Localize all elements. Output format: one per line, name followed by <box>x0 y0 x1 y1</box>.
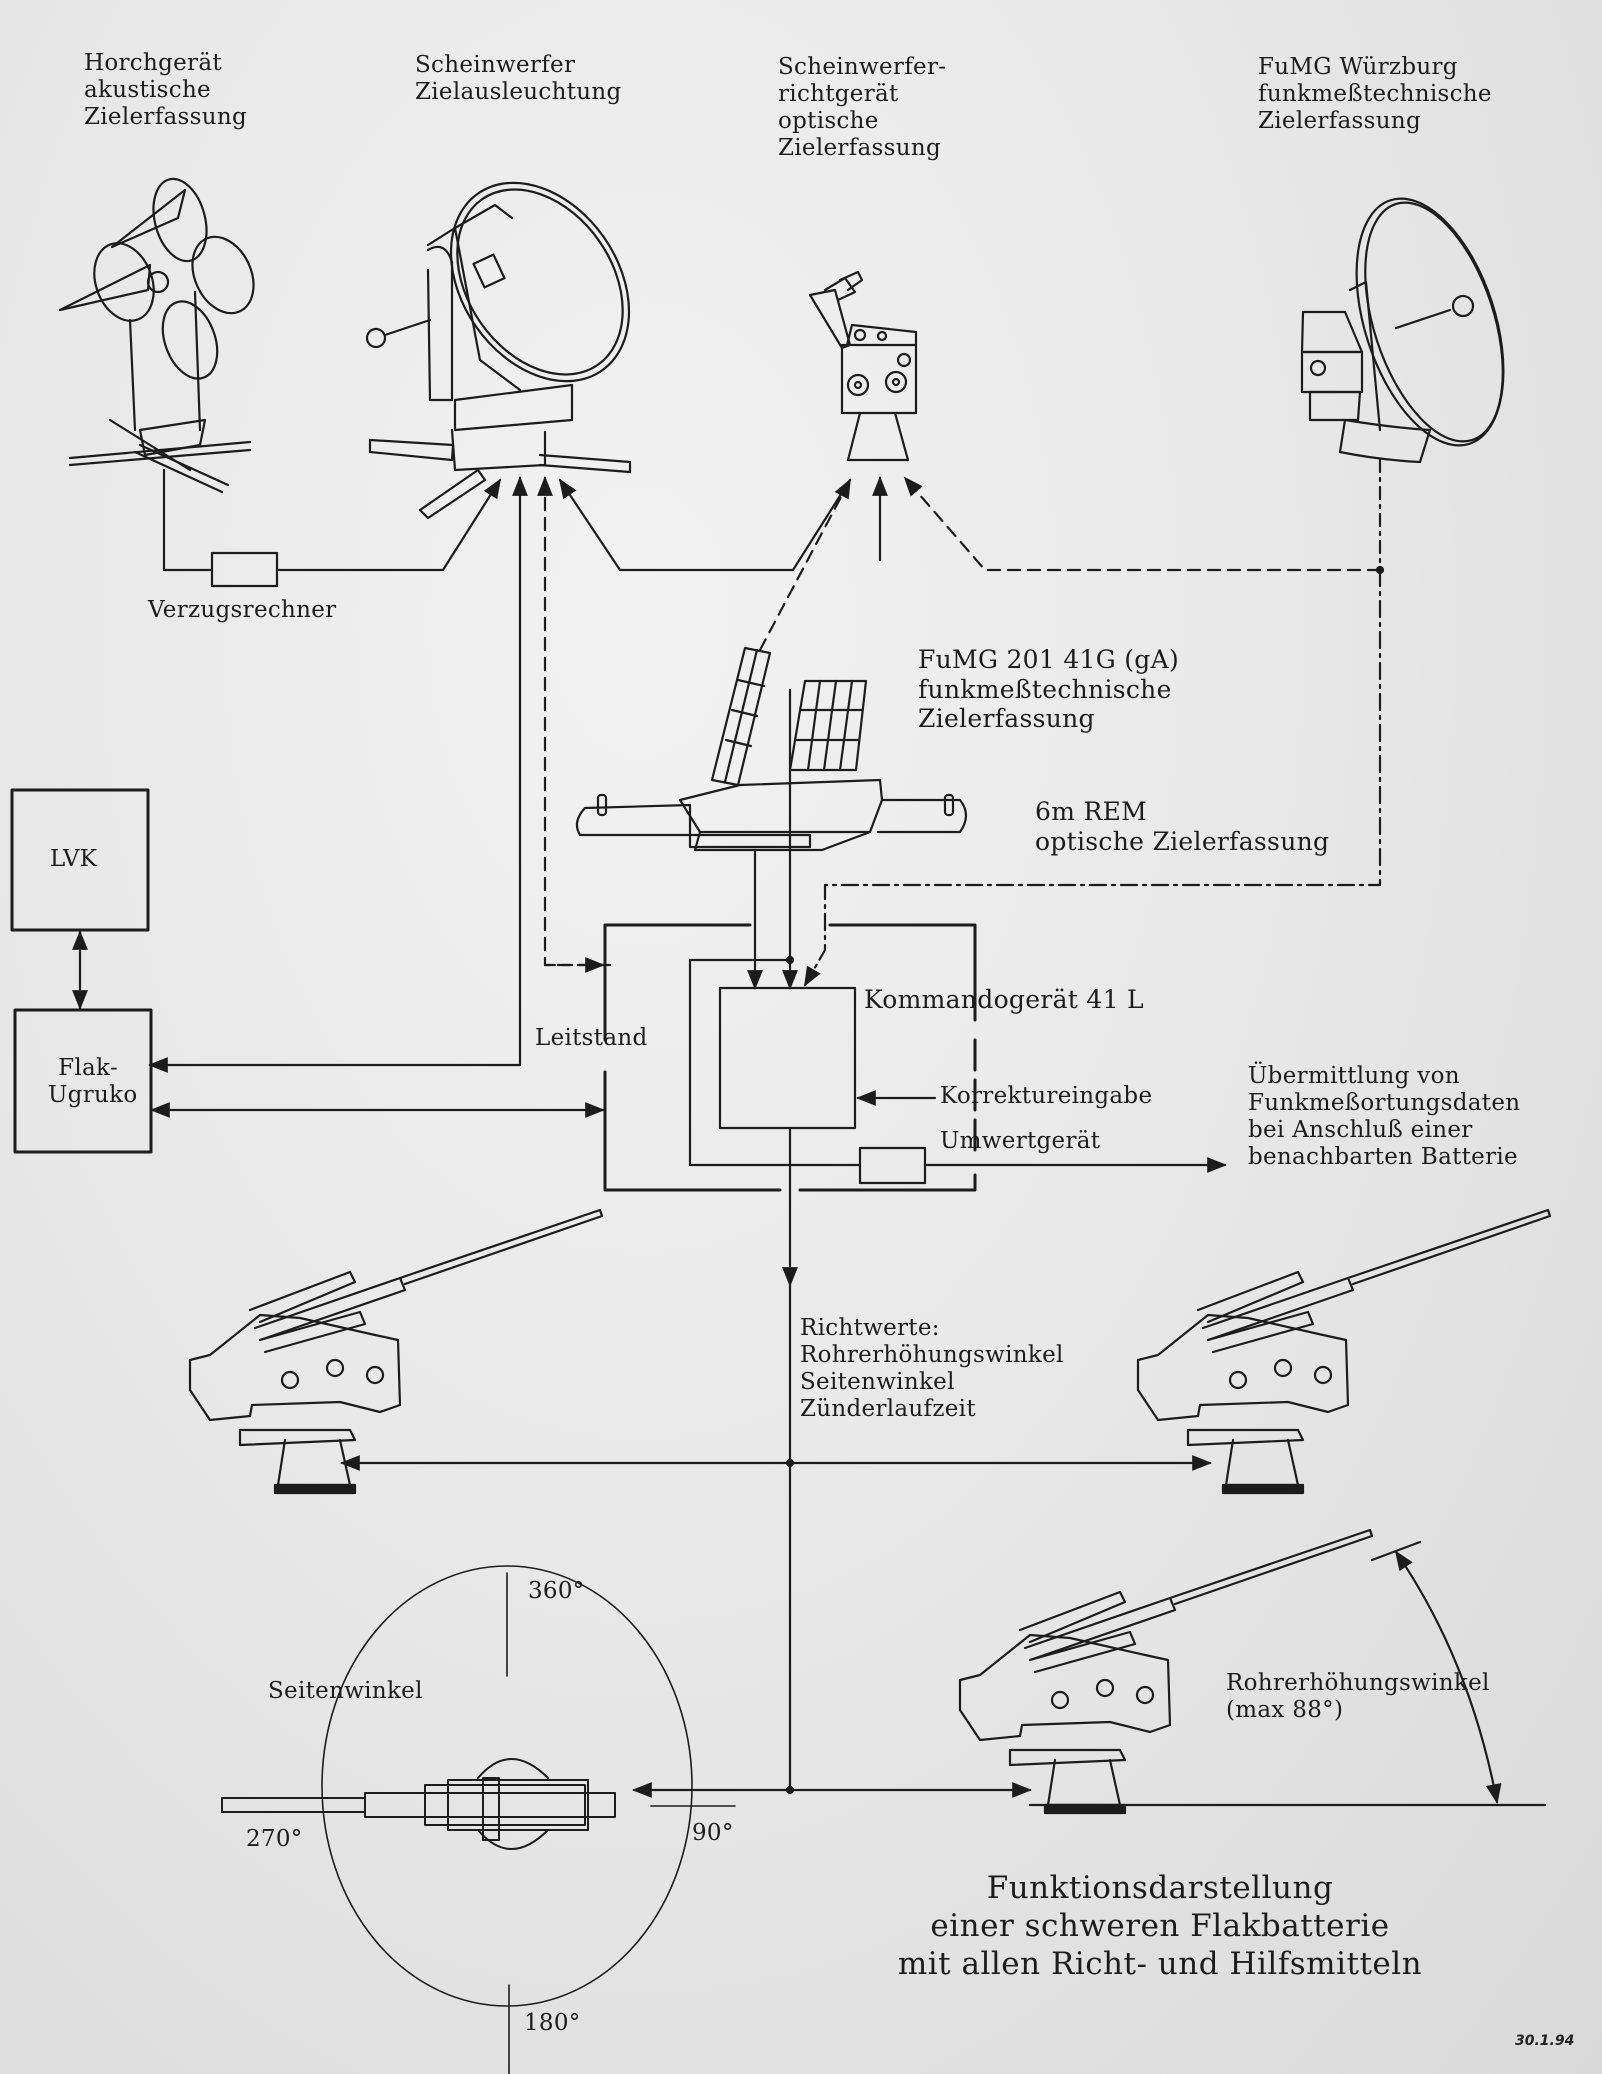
wuerzburg-label: FuMG Würzburg funkmeßtechnische Zielerfa… <box>1258 54 1492 135</box>
tick-180: 180° <box>524 2010 581 2036</box>
elevation-angle-indicator <box>1030 1542 1545 1805</box>
richtgeraet-label: Scheinwerfer- richtgerät optische Zieler… <box>778 54 947 162</box>
title-line-1: Funktionsdarstellung <box>986 1870 1334 1906</box>
flak-gun-bottom-icon <box>960 1530 1372 1813</box>
tick-360: 360° <box>528 1578 585 1604</box>
verzugsrechner-label: Verzugsrechner <box>148 597 337 623</box>
umwertgeraet-label: Umwertgerät <box>940 1128 1101 1154</box>
fumg201-label: FuMG 201 41G (gA) funkmeßtechnische Ziel… <box>918 645 1180 733</box>
fumg201-rem-icon <box>577 648 966 850</box>
horchgeraet-icon <box>60 173 265 492</box>
horchgeraet-label: Horchgerät akustische Zielerfassung <box>84 50 247 131</box>
umwertgeraet-box <box>860 1148 925 1183</box>
scheinwerfer-label: Scheinwerfer Zielausleuchtung <box>415 52 622 106</box>
richtgeraet-icon <box>810 272 916 460</box>
tick-270: 270° <box>246 1826 303 1852</box>
flak-ugruko-box <box>15 1010 151 1152</box>
wuerzburg-radar-icon <box>1302 180 1531 464</box>
lvk-box <box>12 790 148 930</box>
seitenwinkel-diagram <box>222 1566 735 2074</box>
verzugsrechner-box <box>212 553 277 586</box>
command-boxes <box>12 790 151 1152</box>
flak-gun-right-icon <box>1138 1210 1550 1493</box>
richtwerte-label: Richtwerte: Rohrerhöhungswinkel Seitenwi… <box>800 1315 1064 1423</box>
scheinwerfer-icon <box>367 149 666 518</box>
flak-gun-left-icon <box>190 1210 602 1493</box>
diagram-title: Funktionsdarstellung einer schweren Flak… <box>860 1870 1460 1983</box>
korrektureingabe-label: Korrektureingabe <box>940 1083 1153 1109</box>
kommandogeraet-box <box>720 988 855 1128</box>
flak-ugruko-label: Flak- Ugruko <box>48 1055 138 1109</box>
uebermittlung-label: Übermittlung von Funkmeßortungsdaten bei… <box>1248 1063 1521 1171</box>
title-line-2: einer schweren Flakbatterie <box>930 1907 1390 1944</box>
tick-90: 90° <box>692 1820 734 1846</box>
leitstand-label: Leitstand <box>535 1025 648 1051</box>
seitenwinkel-label: Seitenwinkel <box>268 1678 423 1704</box>
title-line-3: mit allen Richt- und Hilfsmitteln <box>897 1945 1423 1982</box>
kommandogeraet-label: Kommandogerät 41 L <box>864 985 1144 1014</box>
lvk-label: LVK <box>50 846 98 872</box>
leitstand-frame <box>150 925 1227 1798</box>
rem-label: 6m REM optische Zielerfassung <box>1035 797 1330 856</box>
handwritten-date: 30.1.94 <box>1515 2033 1575 2049</box>
elevation-label: Rohrerhöhungswinkel (max 88°) <box>1226 1670 1490 1724</box>
connector-lines <box>148 460 1383 1073</box>
